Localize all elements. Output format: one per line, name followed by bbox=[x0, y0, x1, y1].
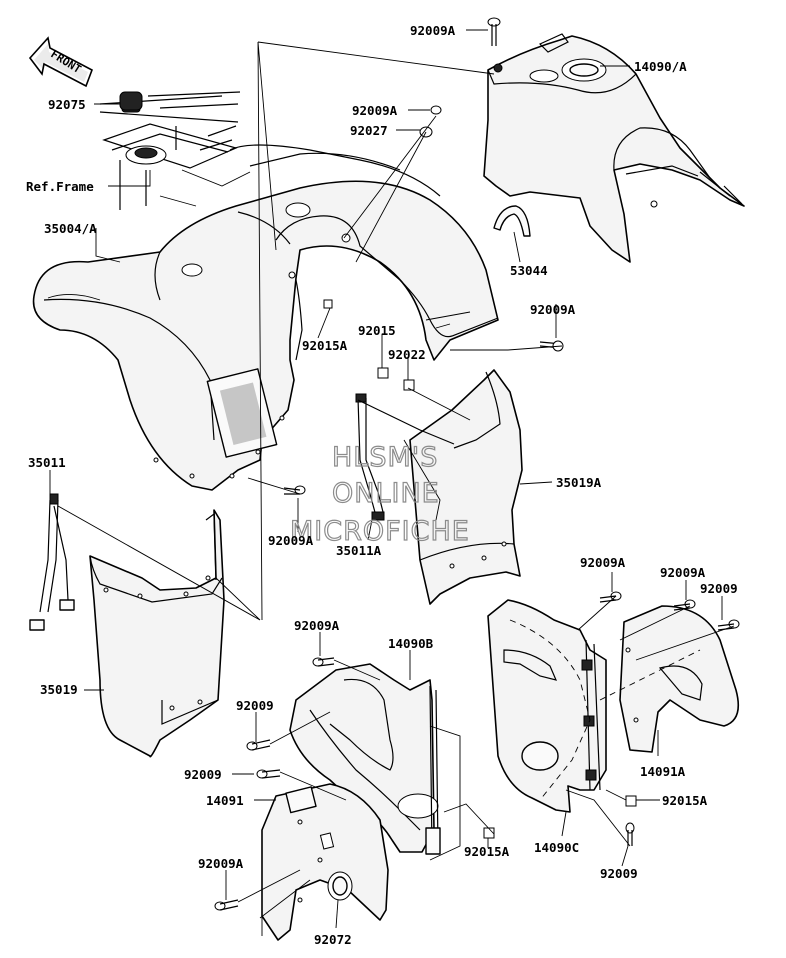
label-92009a-right: 92009A bbox=[530, 302, 576, 317]
label-92009-b: 92009 bbox=[184, 767, 222, 782]
label-92015: 92015 bbox=[358, 323, 396, 338]
label-92015a-1: 92015A bbox=[302, 338, 348, 353]
label-92027: 92027 bbox=[350, 123, 388, 138]
assembly-lines bbox=[57, 41, 735, 936]
clip-53044 bbox=[493, 205, 531, 237]
label-53044: 53044 bbox=[510, 263, 548, 278]
label-92075: 92075 bbox=[48, 97, 86, 112]
cover-14090a bbox=[483, 33, 745, 263]
watermark: HLSM'S ONLINE MICROFICHE bbox=[289, 441, 470, 547]
cover-14090c bbox=[487, 599, 607, 813]
side-plate-14091 bbox=[261, 783, 389, 941]
label-92009a-left: 92009A bbox=[294, 618, 340, 633]
front-arrow-icon: FRONT bbox=[28, 36, 93, 88]
watermark-line-1: HLSM'S bbox=[332, 442, 438, 473]
grommet-92072 bbox=[327, 871, 353, 901]
label-ref-frame: Ref.Frame bbox=[26, 179, 94, 194]
label-92009a-c2: 92009A bbox=[660, 565, 706, 580]
label-35019: 35019 bbox=[40, 682, 78, 697]
label-35011: 35011 bbox=[28, 455, 66, 470]
label-92009a-bottom: 92009A bbox=[198, 856, 244, 871]
side-plate-14091a bbox=[619, 605, 740, 753]
bracket-35011 bbox=[29, 493, 75, 631]
label-92009-c3: 92009 bbox=[700, 581, 738, 596]
fender-35004a bbox=[32, 144, 499, 491]
watermark-line-3: MICROFICHE bbox=[290, 516, 470, 547]
label-92009a-mid: 92009A bbox=[352, 103, 398, 118]
part-labels: 92009A 14090/A 92075 92009A 92027 Ref.Fr… bbox=[26, 23, 738, 947]
label-leaders bbox=[49, 29, 723, 929]
label-92022: 92022 bbox=[388, 347, 426, 362]
label-92015a-2: 92015A bbox=[464, 844, 510, 859]
bracket-35011a bbox=[355, 393, 455, 521]
label-14090a: 14090/A bbox=[634, 59, 687, 74]
label-92009a-top: 92009A bbox=[410, 23, 456, 38]
label-14091: 14091 bbox=[206, 793, 244, 808]
label-14091a: 14091A bbox=[640, 764, 686, 779]
label-92072: 92072 bbox=[314, 932, 352, 947]
bolts bbox=[119, 17, 740, 911]
watermark-line-2: ONLINE bbox=[332, 478, 440, 509]
label-35004a: 35004/A bbox=[44, 221, 97, 236]
label-35011a: 35011A bbox=[336, 543, 382, 558]
label-92009-a: 92009 bbox=[236, 698, 274, 713]
label-92009a-c1: 92009A bbox=[580, 555, 626, 570]
mudflap-35019a bbox=[409, 369, 523, 605]
label-92009-bottom: 92009 bbox=[600, 866, 638, 881]
label-35019a: 35019A bbox=[556, 475, 602, 490]
label-14090c: 14090C bbox=[534, 840, 579, 855]
mudflap-35019 bbox=[89, 509, 225, 758]
label-14090b: 14090B bbox=[388, 636, 434, 651]
label-92009a-fender: 92009A bbox=[268, 533, 314, 548]
label-92015a-3: 92015A bbox=[662, 793, 708, 808]
